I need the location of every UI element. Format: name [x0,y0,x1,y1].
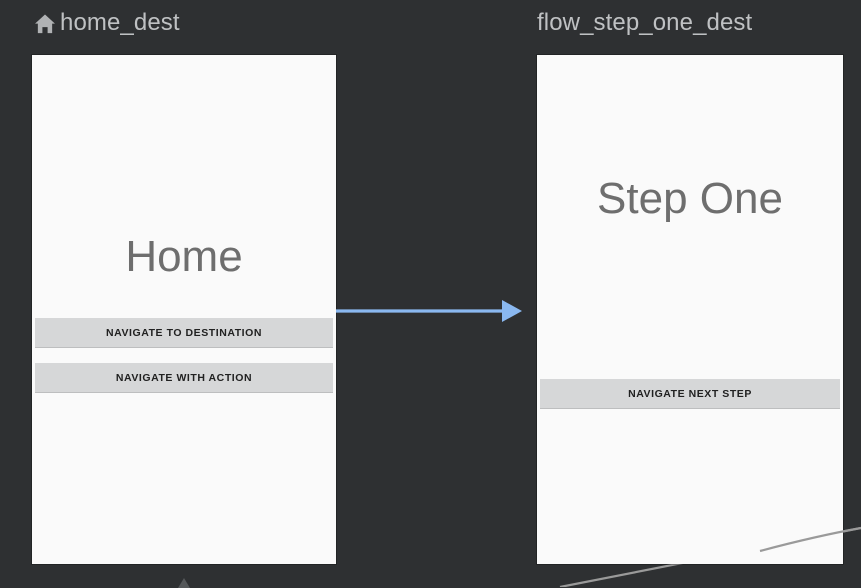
destination-header-home_dest: home_dest [32,6,336,40]
destination-label-flow_step_one_dest: flow_step_one_dest [537,9,753,36]
destination-flow_step_one_dest[interactable]: flow_step_one_dest [537,6,843,40]
screen-title-home: Home [125,232,243,281]
screen-title-step-one: Step One [597,174,783,223]
destination-header-flow_step_one_dest: flow_step_one_dest [537,6,843,40]
screen-preview-flow_step_one_dest[interactable]: Step One NAVIGATE NEXT STEP [537,55,843,564]
destination-home_dest[interactable]: home_dest [32,6,336,40]
offscreen-connector-arrowhead [178,578,190,588]
button-navigate-to-destination[interactable]: NAVIGATE TO DESTINATION [35,318,333,348]
home-icon [32,11,58,37]
destination-label-home_dest: home_dest [60,9,180,36]
button-navigate-with-action[interactable]: NAVIGATE WITH ACTION [35,363,333,393]
button-navigate-next-step[interactable]: NAVIGATE NEXT STEP [540,379,840,409]
screen-preview-home_dest[interactable]: Home NAVIGATE TO DESTINATION NAVIGATE WI… [32,55,336,564]
action-arrow-home-to-step-one[interactable] [336,296,528,326]
